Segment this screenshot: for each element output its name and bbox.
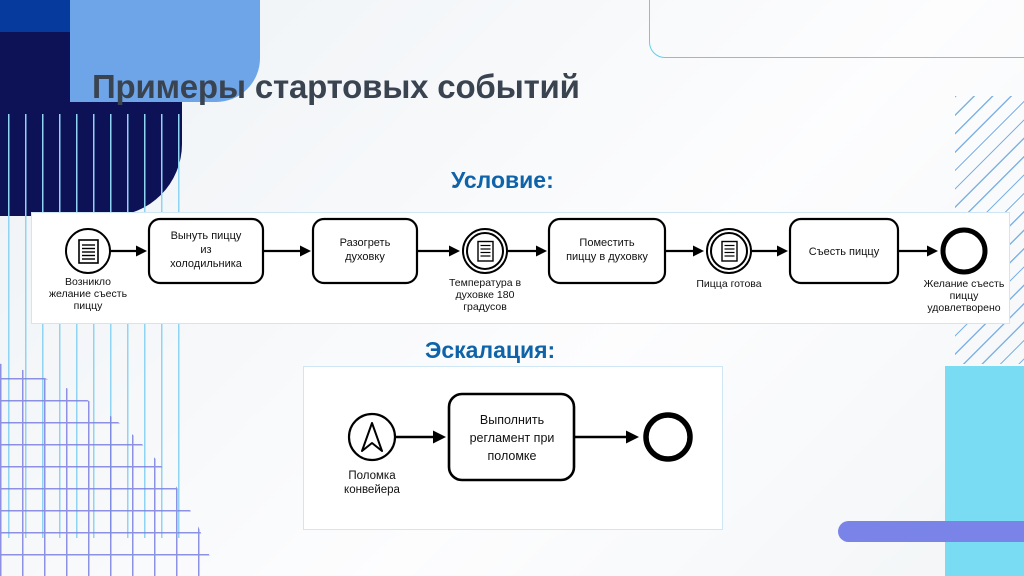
navy-top-strip [0,0,182,32]
end-event-circle [940,227,988,275]
cyan-block-decoration [945,366,1024,576]
end-event-circle [643,412,693,462]
task-label-line1: Поместить [579,237,634,249]
intermediate-event-label-line3: градусов [463,301,507,313]
intermediate-event-label-line1: Пицца готова [696,278,761,290]
sequence-flow-arrow [111,245,147,257]
start-event-label-line3: пиццу [74,300,104,312]
escalation-icon [361,422,383,452]
cyan-outline-frame [649,0,1024,58]
end-event-label-line2: пиццу [950,290,980,302]
diagram-escalation-process: Поломка конвейера Выполнить регламент пр… [303,366,723,530]
task-label-line2: пиццу в духовку [566,251,648,263]
task-label-line3: поломке [488,449,537,463]
start-event-circle [65,228,111,274]
condition-icon [78,239,99,264]
start-event-label-line2: конвейера [344,484,400,496]
purple-pill-decoration [838,521,1024,542]
vertical-lines-decoration [8,114,192,538]
sequence-flow-arrow [665,245,704,257]
intermediate-event-label-line1: Температура в [449,277,522,289]
start-event-circle [347,412,397,462]
task-label-line2: духовку [345,251,385,263]
navy-corner-shape [0,0,182,216]
sequence-flow-arrow [574,430,639,444]
condition-icon [721,240,738,262]
sequence-flow-arrow [508,245,547,257]
task-label-line1: Съесть пиццу [809,246,880,258]
end-event-label-line3: удовлетворено [927,302,1000,314]
grid-corner-decoration [0,356,224,576]
start-event-label-line2: желание съесть [49,288,128,300]
section-heading-escalation: Эскалация: [425,337,556,363]
intermediate-event-label-line2: духовке 180 [456,289,515,301]
sequence-flow-arrow [752,245,788,257]
end-event-label-line1: Желание съесть [924,278,1005,290]
sequence-flow-arrow [417,245,460,257]
sequence-flow-arrow [396,430,446,444]
task-label-line3: холодильника [170,258,243,270]
section-heading-condition: Условие: [451,167,554,193]
sequence-flow-arrow [898,245,938,257]
task-label-line1: Выполнить [480,413,544,427]
condition-icon [477,240,494,262]
page-title: Примеры стартовых событий [92,68,580,105]
task-label-line1: Разогреть [340,237,391,249]
task-label-line2: регламент при [470,431,555,445]
start-event-label-line1: Поломка [348,470,396,482]
task-label-line2: из [200,244,211,256]
sequence-flow-arrow [263,245,311,257]
diagram-condition-process: Возникло желание съесть пиццу Вынуть пиц… [31,212,1010,324]
start-event-label-line1: Возникло [65,276,111,288]
task-label-line1: Вынуть пиццу [171,230,242,242]
